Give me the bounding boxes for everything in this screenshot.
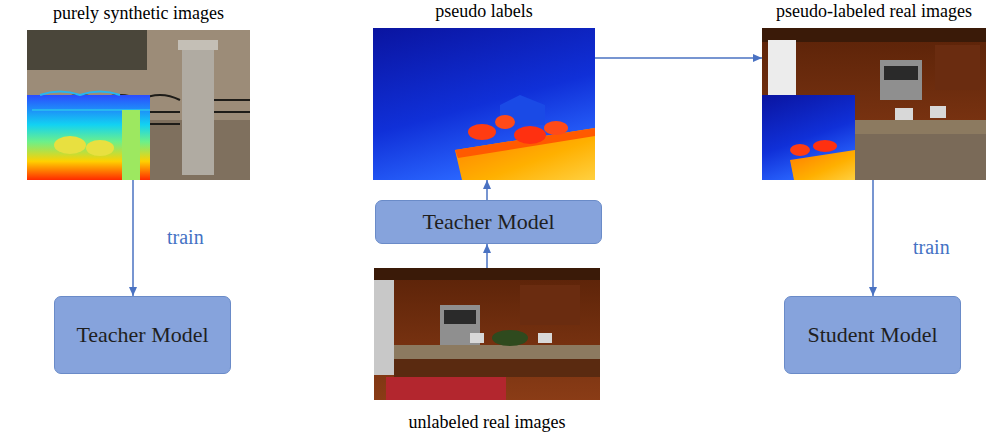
image-panel: pseudo labels [373, 28, 595, 180]
flow-arrow [486, 180, 488, 200]
image-caption: pseudo labels [435, 1, 532, 21]
image-caption: purely synthetic images [53, 3, 224, 23]
flow-arrow [132, 180, 134, 296]
depth-map [373, 28, 595, 180]
model-box: Teacher Model [375, 200, 602, 244]
image-panel: purely synthetic images [27, 30, 250, 180]
flow-arrow [486, 244, 488, 268]
image-caption: unlabeled real images [409, 412, 566, 432]
model-box: Student Model [784, 296, 961, 374]
image-caption: pseudo-labeled real images [776, 1, 972, 21]
model-label: Student Model [807, 322, 937, 347]
edge-label: train [911, 236, 952, 258]
flow-arrow [595, 57, 762, 59]
caption-holder: unlabeled real images [314, 412, 660, 433]
flow-arrow [872, 180, 874, 296]
model-label: Teacher Model [76, 322, 208, 347]
model-label: Teacher Model [422, 209, 554, 234]
caption-holder: pseudo labels [313, 1, 655, 22]
image-panel: pseudo-labeled real images [762, 28, 986, 180]
kitchen-photo [374, 268, 600, 400]
caption-holder: purely synthetic images [0, 3, 310, 24]
synthetic-photo [27, 30, 250, 180]
image-panel: unlabeled real images [374, 268, 600, 400]
caption-holder: pseudo-labeled real images [702, 1, 989, 22]
model-box: Teacher Model [54, 296, 231, 374]
edge-label: train [165, 226, 206, 248]
pseudo-labeled-photo [762, 28, 986, 180]
